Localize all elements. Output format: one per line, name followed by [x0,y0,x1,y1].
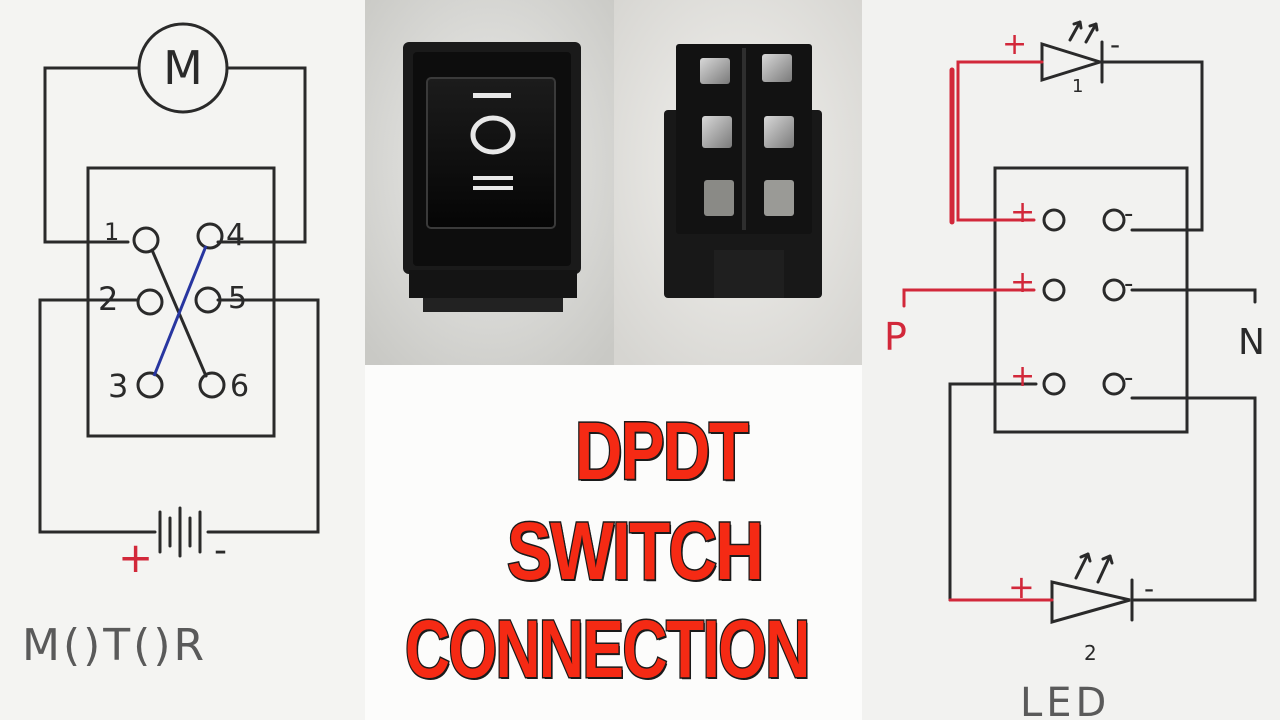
battery-symbol [158,506,202,558]
led-terminal-top-left [1042,208,1066,232]
switch-mark-double-bottom [473,186,513,190]
led1-symbol [1040,41,1106,83]
n-wire [1130,288,1257,304]
led1-wire-positive [956,60,1044,222]
terminal-minus-top: - [1124,199,1133,229]
led-switch-body [993,166,1189,434]
switch-front-photo [365,0,614,365]
terminal-minus-bottom: - [1124,363,1133,393]
led1-number-label: 1 [1072,76,1083,97]
led2-minus-label: - [1144,572,1154,605]
switch-back-photo [614,0,862,365]
battery-plus-label: + [118,533,153,582]
switch-mark-double-top [473,176,513,180]
led-terminal-top-right [1102,208,1126,232]
motor-diagram: M 1 2 3 4 5 6 + - M()T()R [22,22,320,671]
terminal-6-label: 6 [230,369,249,404]
p-label: P [884,315,907,359]
led1-minus-label: - [1110,28,1120,61]
led-terminal-mid-left [1042,278,1066,302]
led2-symbol [1050,580,1131,624]
led2-wire-positive-black [948,382,1038,602]
terminal-5 [194,286,222,314]
led-caption: LED [1020,680,1110,720]
switch-body-outline [86,166,276,438]
switch-mark-circle [470,115,516,155]
terminal-plus-mid: + [1010,265,1035,300]
motor-diagram-panel: M 1 2 3 4 5 6 + - M()T()R [0,0,365,720]
title-area: DPDT SWITCH CONNECTION [365,365,862,720]
switch-mark-dash [473,93,511,98]
switch-back-illustration [614,0,862,365]
terminal-4-label: 4 [226,218,245,253]
terminal-2-label: 2 [98,280,118,318]
led2-plus-label: + [1008,568,1035,606]
terminal-1 [132,226,160,254]
terminal-2 [136,288,164,316]
led-terminal-mid-right [1102,278,1126,302]
motor-wire-right [216,66,307,244]
motor-symbol [137,22,229,114]
terminal-plus-bottom: + [1010,359,1035,394]
led2-number-label: 2 [1084,641,1097,665]
battery-wire-right [206,298,320,534]
led2-wire-negative [1130,396,1257,602]
title-line-3: CONNECTION [404,603,812,697]
n-label: N [1238,322,1265,363]
terminal-3 [136,371,164,399]
cross-wire-blue [152,245,208,377]
title-line-2: SWITCH [506,505,765,599]
motor-caption: M()T()R [22,620,207,671]
led1-light-arrows [1068,20,1099,44]
led-terminal-bottom-right [1102,372,1126,396]
led2-light-arrows [1074,552,1114,584]
led-terminal-bottom-left [1042,372,1066,396]
led1-wire-negative [1100,60,1204,232]
motor-wire-left [43,66,140,244]
terminal-4 [196,222,224,250]
p-wire [902,288,1036,308]
battery-minus-label: - [214,530,227,571]
terminal-plus-top: + [1010,195,1035,230]
terminal-minus-mid: - [1124,269,1133,299]
led-diagram: + - 1 + - + - + - P N + - 2 LED [884,20,1265,720]
switch-front-illustration [365,0,614,365]
terminal-6 [198,371,226,399]
motor-label: M [163,41,203,95]
led1-plus-label: + [1002,27,1027,62]
switch-pins [700,54,794,216]
terminal-1-label: 1 [104,218,119,246]
terminal-5-label: 5 [228,281,247,316]
title-line-1: DPDT [574,405,750,499]
led-diagram-panel: + - 1 + - + - + - P N + - 2 LED [862,0,1280,720]
battery-wire-left [38,298,157,534]
terminal-3-label: 3 [108,367,128,405]
